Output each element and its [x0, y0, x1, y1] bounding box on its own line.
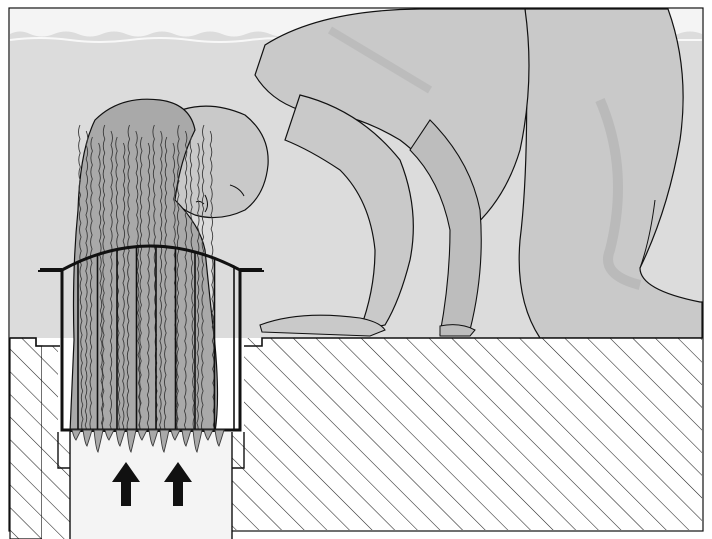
drain-pipe	[70, 432, 232, 539]
pool-floor-right	[232, 338, 702, 530]
pool-floor-left	[10, 338, 42, 539]
